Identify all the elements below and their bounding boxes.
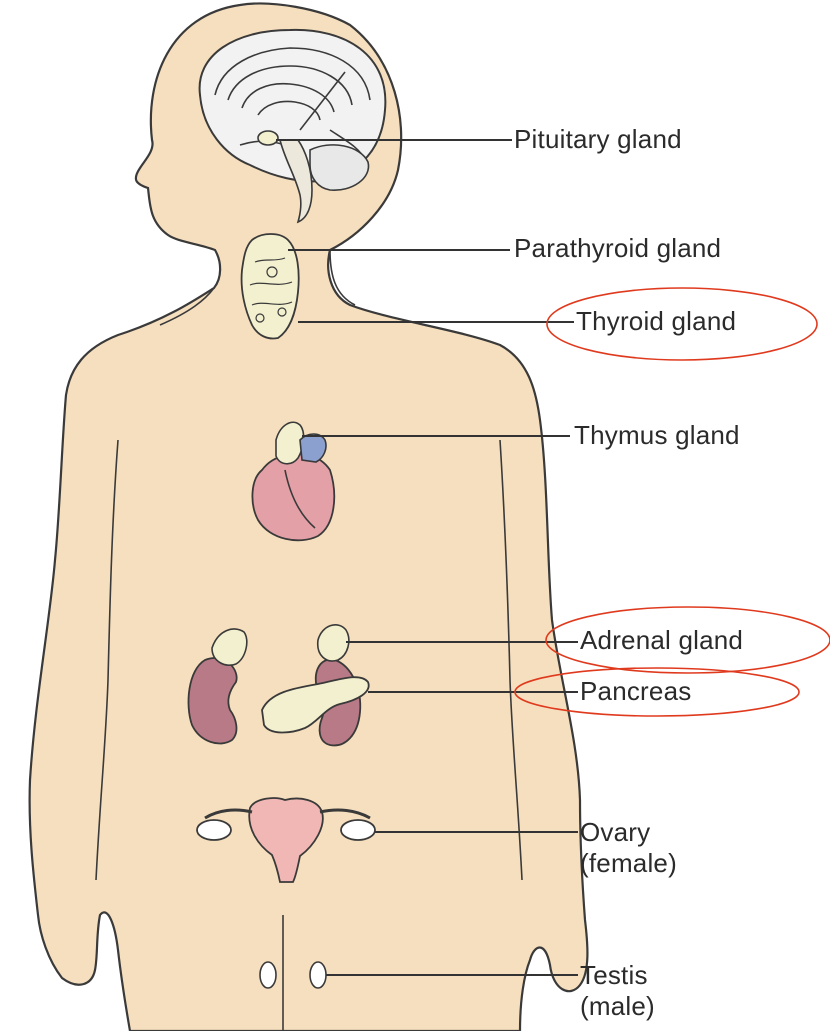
label-thymus-gland: Thymus gland [574,420,740,451]
ovary-left-shape [197,820,231,840]
label-pancreas: Pancreas [580,676,691,707]
testis-left-shape [260,962,276,988]
adrenal-gland-right-shape [318,625,349,661]
label-ovary-line1: Ovary [580,817,677,848]
label-pituitary-gland: Pituitary gland [514,124,682,155]
aortic-vessels [300,434,326,462]
testis-right-shape [310,962,326,988]
label-parathyroid-gland: Parathyroid gland [514,233,721,264]
label-testis: Testis (male) [580,960,655,1022]
label-adrenal-gland: Adrenal gland [580,625,743,656]
label-thyroid-gland: Thyroid gland [576,306,736,337]
pituitary-gland-shape [258,131,278,145]
ovary-right-shape [341,820,375,840]
label-testis-line1: Testis [580,960,655,991]
label-testis-line2: (male) [580,991,655,1022]
label-ovary: Ovary (female) [580,817,677,879]
label-ovary-line2: (female) [580,848,677,879]
